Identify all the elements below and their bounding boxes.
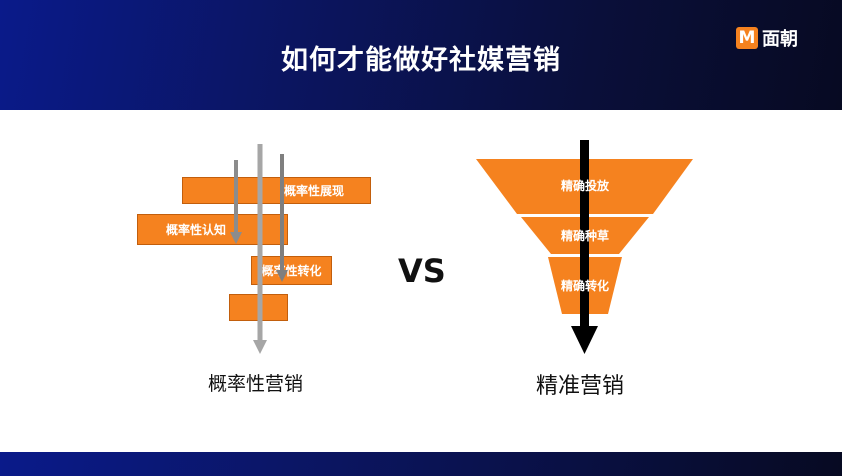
vs-label: VS — [398, 252, 446, 290]
bar-probabilistic-conversion: 概率性转化 — [251, 256, 332, 285]
bar-label: 概率性展现 — [283, 184, 344, 198]
logo-text: 面朝 — [762, 29, 798, 50]
logo-m-icon: M — [736, 27, 758, 49]
bar-label: 概率性认知 — [166, 223, 227, 237]
funnel-label-conversion: 精确转化 — [560, 279, 609, 293]
bar-label: 概率性转化 — [261, 264, 322, 278]
caption-probabilistic-marketing: 概率性营销 — [208, 373, 304, 395]
header-banner — [0, 0, 842, 110]
caption-precision-marketing: 精准营销 — [536, 374, 625, 399]
gray-arrow-long — [253, 144, 267, 354]
page-title: 如何才能做好社媒营销 — [281, 45, 561, 76]
bar-probabilistic-exposure: 概率性展现 — [182, 177, 371, 204]
black-arrow — [571, 140, 598, 354]
gray-arrow-short — [230, 160, 242, 244]
bar-probabilistic-awareness: 概率性认知 — [137, 214, 288, 245]
footer-band — [0, 452, 842, 476]
funnel-label-placement: 精确投放 — [560, 179, 609, 193]
funnel-label-seeding: 精确种草 — [560, 229, 609, 243]
gray-arrow-medium — [276, 154, 288, 282]
brand-logo: M 面朝 — [736, 27, 798, 50]
